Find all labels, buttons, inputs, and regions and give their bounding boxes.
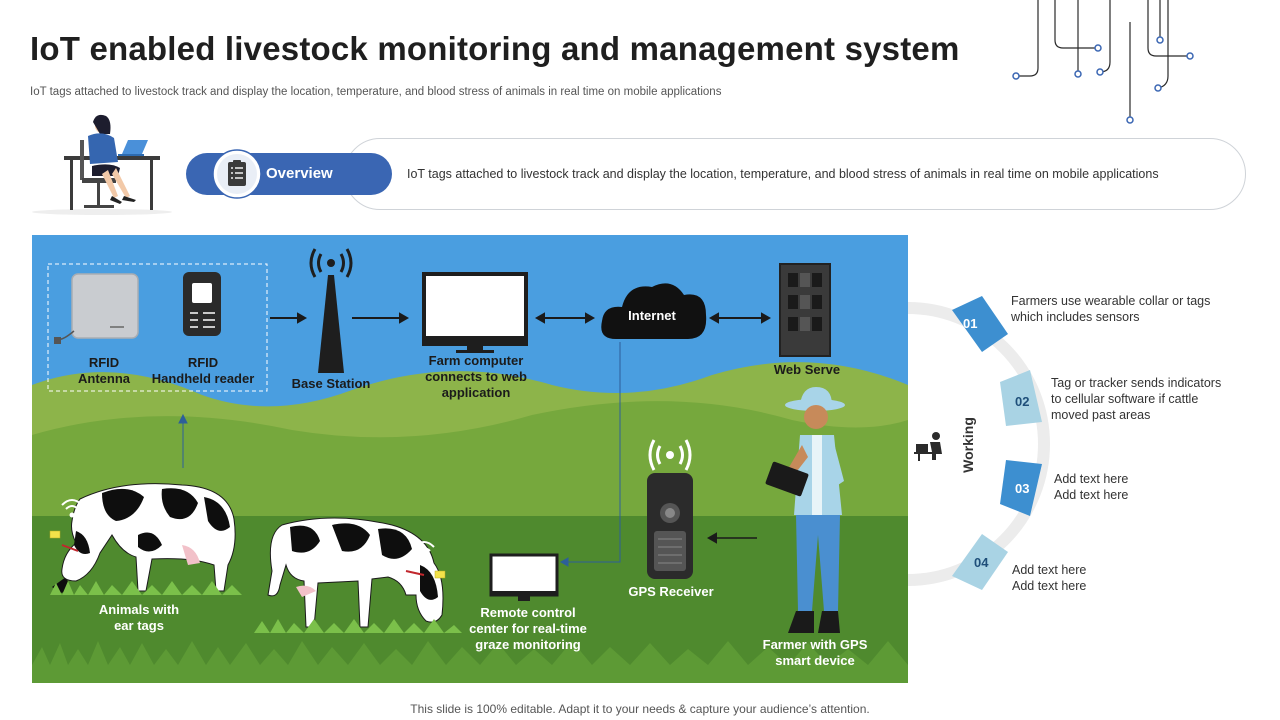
working-steps-wheel: [907, 296, 1050, 590]
scene-elements: [47, 248, 845, 633]
person-at-desk-icon: [914, 432, 942, 461]
farmer-label: Farmer with GPS smart device: [762, 637, 868, 668]
step-02-number: 02: [1015, 394, 1030, 409]
step-01-segment: [952, 296, 1008, 352]
cow-with-ear-tag-right: [254, 517, 462, 633]
circuit-decoration: [1012, 0, 1194, 124]
step-01-number: 01: [963, 316, 978, 331]
livestock-iot-diagram: RFID Antenna RFID Handheld reader Base S…: [32, 235, 908, 683]
flow-arrows: [270, 312, 772, 544]
cow-with-ear-tag-left: [49, 483, 242, 595]
remote-control-label: Remote control center for real-time graz…: [469, 605, 587, 652]
farm-computer-label: Farm computer connects to web applicatio…: [425, 353, 527, 400]
web-server-rack-icon: [779, 263, 831, 357]
base-station-label: Base Station: [291, 376, 371, 391]
rfid-group-box: [47, 263, 268, 392]
overview-description-box: [344, 138, 1246, 210]
step-03-text: Add text here Add text here: [1054, 472, 1129, 502]
step-04-text: Add text here Add text here: [1012, 563, 1087, 593]
page-title: IoT enabled livestock monitoring and man…: [30, 30, 960, 67]
gps-receiver-icon: [647, 439, 693, 579]
step-03-segment: [1000, 460, 1042, 516]
page-subtitle: IoT tags attached to livestock track and…: [30, 86, 722, 98]
animals-label: Animals with ear tags: [98, 602, 180, 633]
base-station-tower-icon: [309, 248, 353, 373]
gps-receiver-label: GPS Receiver: [628, 584, 714, 599]
working-label: Working: [960, 417, 976, 473]
step-03-number: 03: [1015, 481, 1030, 496]
web-server-label: Web Serve: [773, 362, 841, 377]
footer-note: This slide is 100% editable. Adapt it to…: [410, 702, 870, 716]
rfid-reader-icon: [183, 272, 221, 336]
farm-computer-monitor-icon: [422, 272, 528, 353]
clipboard-icon: [212, 149, 262, 199]
overview-text: IoT tags attached to livestock track and…: [407, 167, 1159, 181]
internet-label: Internet: [628, 308, 676, 323]
step-02-segment: [1000, 370, 1042, 426]
step-04-number: 04: [974, 555, 989, 570]
rfid-antenna-label: RFID Antenna: [78, 355, 130, 386]
rfid-antenna-icon: [54, 273, 139, 344]
overview-label: Overview: [266, 165, 333, 182]
internet-cloud-icon: [601, 283, 707, 339]
rfid-reader-label: RFID Handheld reader: [151, 355, 255, 386]
farmer-with-tablet-illustration: [765, 387, 845, 633]
remote-control-monitor-icon: [489, 553, 559, 601]
step-01-text: Farmers use wearable collar or tags whic…: [1011, 294, 1211, 324]
woman-at-desk-illustration: [32, 114, 172, 215]
step-04-segment: [952, 534, 1008, 590]
step-02-text: Tag or tracker sends indicators to cellu…: [1051, 376, 1222, 422]
